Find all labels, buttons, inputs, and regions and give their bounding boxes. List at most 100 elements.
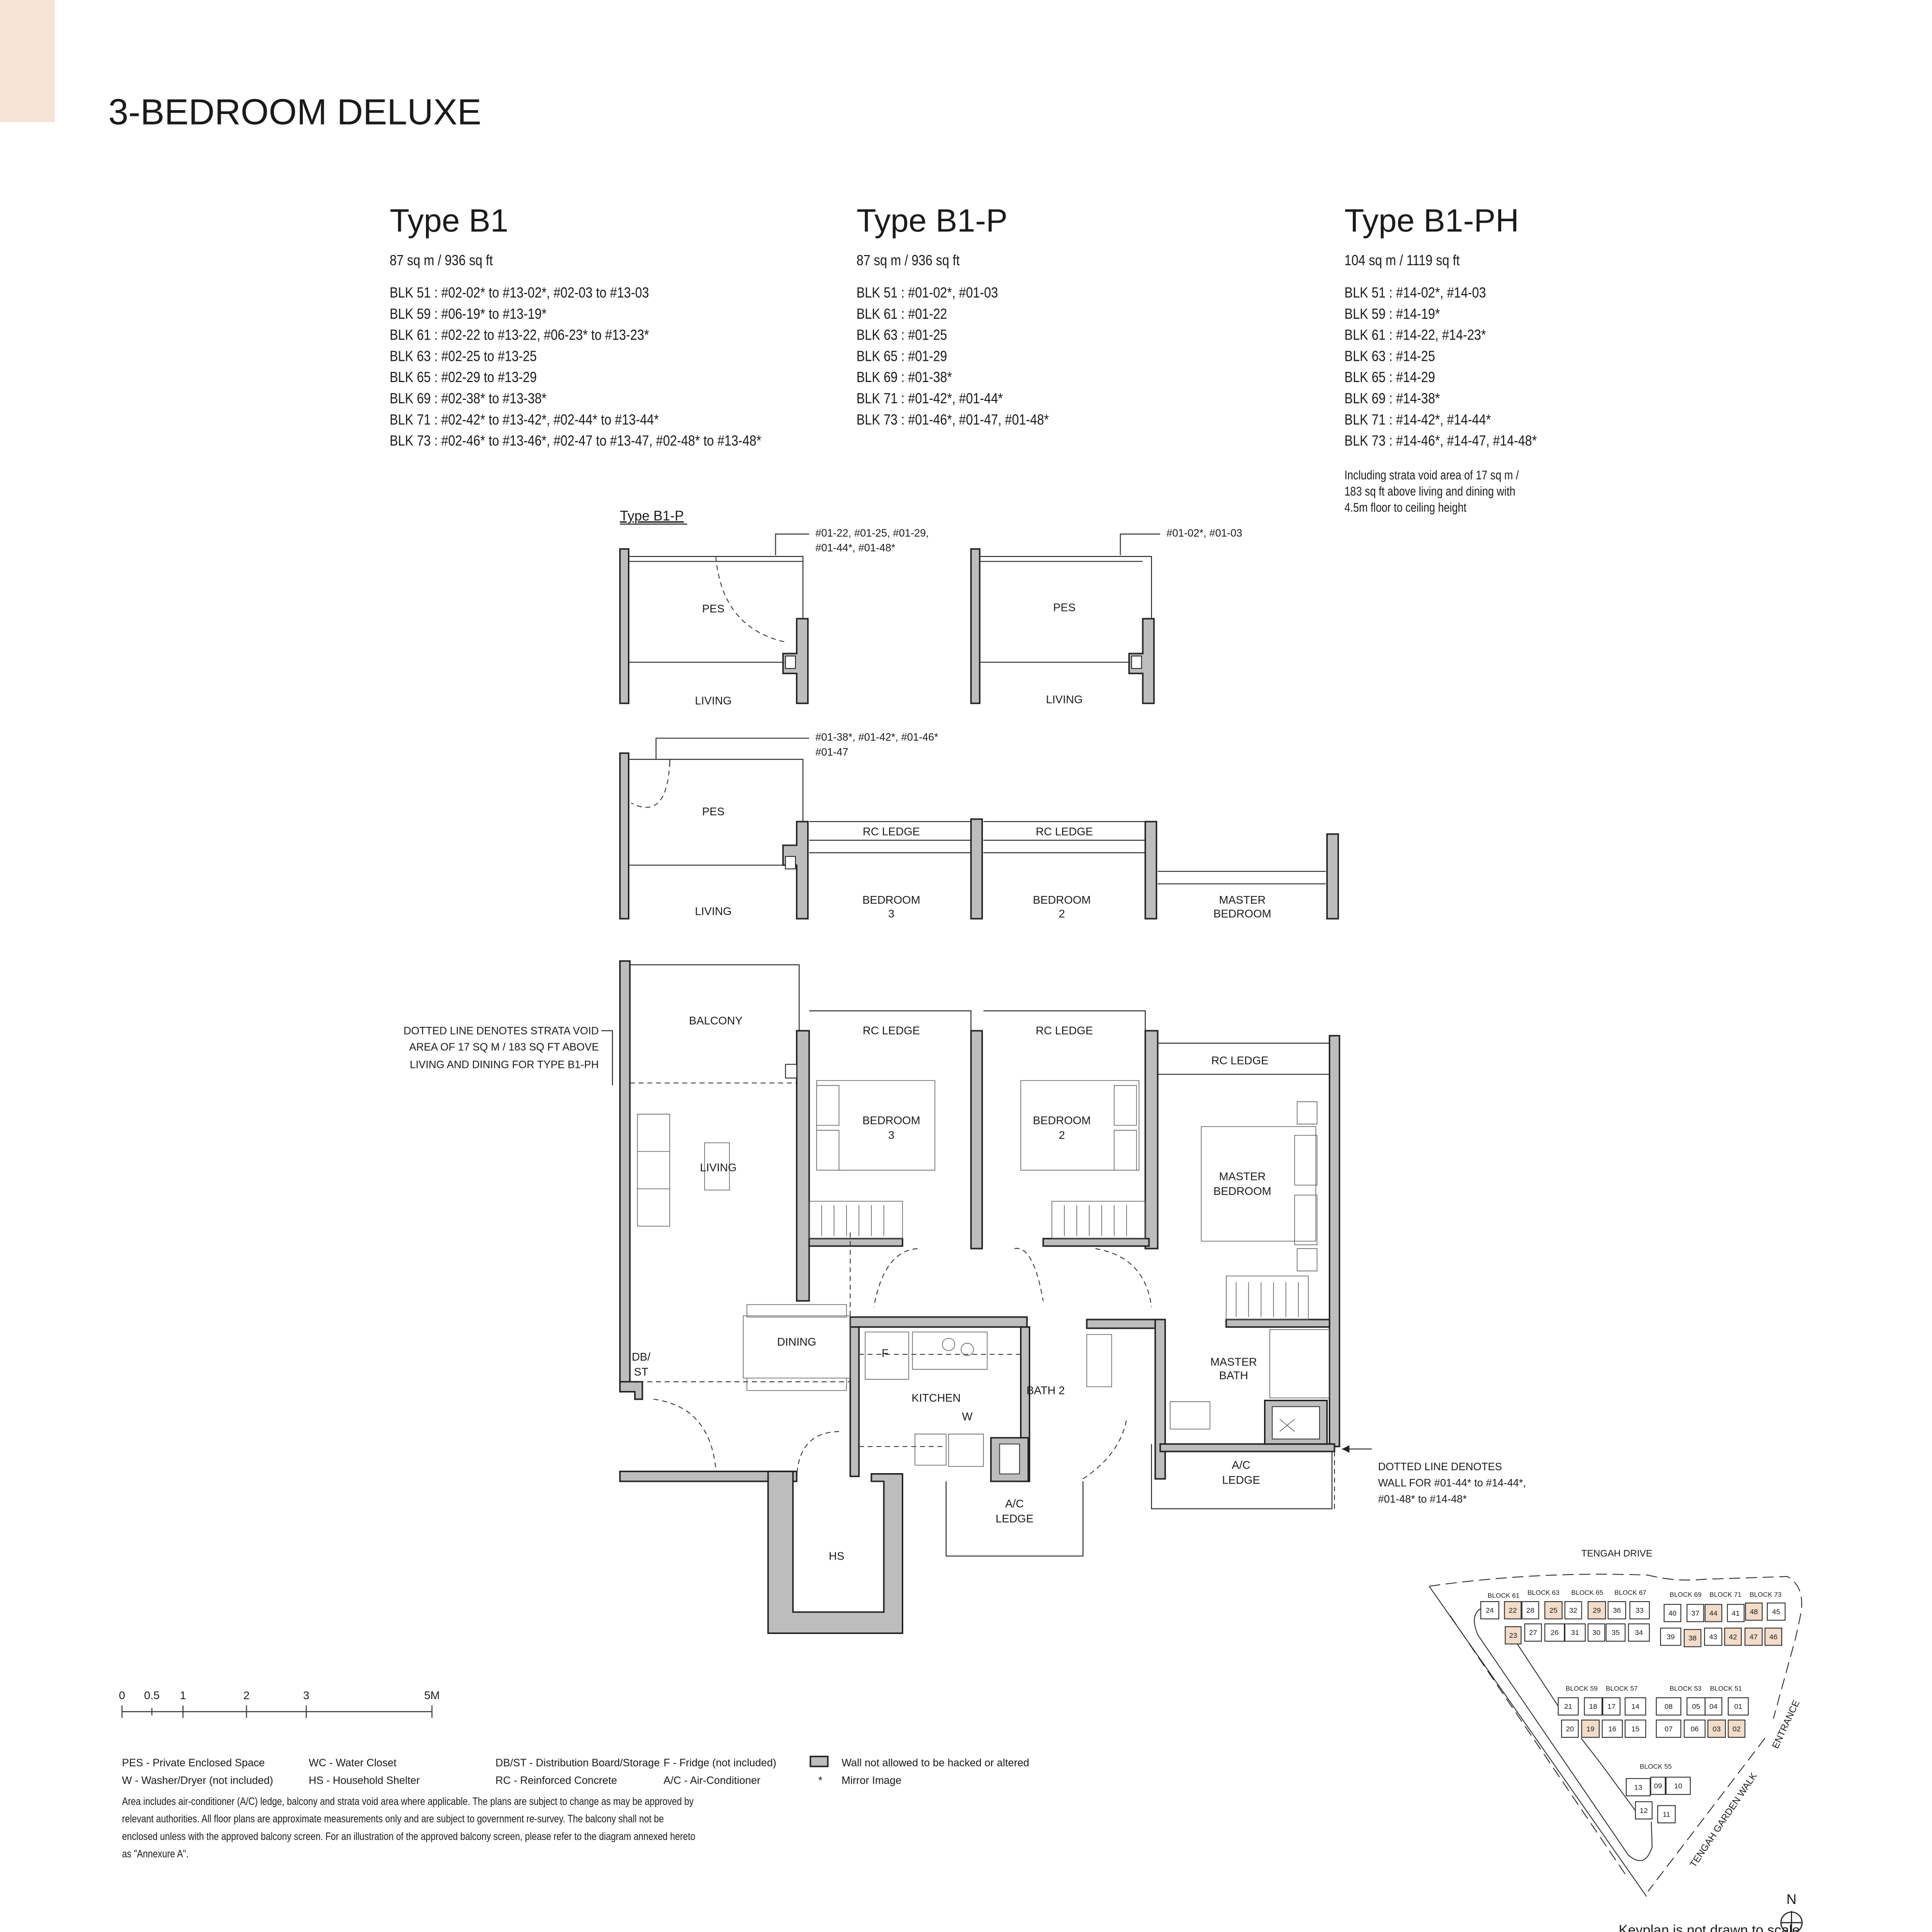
keyplan-unit: 48	[1745, 1602, 1763, 1621]
bedroom-3-number: 3	[888, 907, 895, 920]
legend-item: HS - Household Shelter	[309, 1774, 420, 1786]
inset-units-3b: #01-47	[815, 746, 848, 758]
keyplan-unit: 41	[1727, 1604, 1745, 1622]
scale-tick: 3	[303, 1689, 310, 1702]
keyplan-unit: 20	[1561, 1719, 1579, 1738]
unit-list-line: BLK 59 : #06-19* to #13-19*	[390, 306, 547, 323]
keyplan-block-label: BLOCK 69	[1670, 1591, 1702, 1598]
keyplan-unit-label: 40	[1668, 1609, 1676, 1618]
keyplan-unit-label: 21	[1564, 1703, 1573, 1711]
rc-ledge-label: RC LEDGE	[1036, 825, 1093, 838]
keyplan-unit-label: 09	[1654, 1782, 1662, 1790]
keyplan-unit: 07	[1656, 1719, 1681, 1738]
bedroom-2-label: BEDROOM	[1033, 1114, 1091, 1126]
keyplan-unit-label: 32	[1569, 1606, 1577, 1615]
keyplan-unit: 28	[1521, 1601, 1539, 1619]
dotted-wall-note-2: WALL FOR #01-44* to #14-44*,	[1378, 1477, 1526, 1489]
keyplan-unit: 08	[1656, 1697, 1681, 1716]
inset-units-3: #01-38*, #01-42*, #01-46*	[815, 731, 938, 743]
keyplan-unit: 34	[1628, 1623, 1650, 1642]
keyplan-unit-label: 08	[1664, 1703, 1673, 1711]
keyplan-unit-label: 03	[1713, 1725, 1721, 1733]
north-label: N	[1787, 1892, 1797, 1907]
keyplan-unit-label: 28	[1526, 1606, 1534, 1615]
keyplan-unit-label: 17	[1607, 1703, 1616, 1711]
living-label: LIVING	[695, 905, 732, 917]
road-label-tengah-garden-walk: TENGAH GARDEN WALK	[1688, 1771, 1760, 1869]
wall-legend-label: Wall not allowed to be hacked or altered	[841, 1757, 1029, 1769]
keyplan-unit: 19	[1581, 1719, 1600, 1738]
keyplan-unit-label: 05	[1692, 1703, 1700, 1711]
keyplan-unit-label: 31	[1571, 1629, 1579, 1637]
keyplan-unit-label: 19	[1586, 1725, 1594, 1733]
keyplan-unit: 18	[1584, 1697, 1603, 1716]
legend: PES - Private Enclosed Space WC - Water …	[122, 1756, 1029, 1860]
keyplan-block-label: BLOCK 63	[1527, 1589, 1559, 1596]
accent-tab	[0, 0, 55, 122]
keyplan-block-label: BLOCK 55	[1640, 1762, 1672, 1770]
keyplan-unit: 16	[1602, 1719, 1623, 1738]
keyplan-block-label: BLOCK 65	[1571, 1589, 1603, 1596]
keyplan-unit: 43	[1704, 1627, 1722, 1646]
bath-2-label: BATH 2	[1026, 1384, 1065, 1397]
keyplan-unit: 11	[1657, 1805, 1676, 1823]
keyplan-unit: 09	[1650, 1776, 1666, 1795]
inset-units-1b: #01-44*, #01-48*	[815, 542, 895, 554]
master-bedroom-label-2: BEDROOM	[1213, 907, 1271, 920]
legend-item: F - Fridge (not included)	[664, 1757, 777, 1769]
scale-bar: 0 0.5 1 2 3 5M	[119, 1689, 440, 1718]
unit-list-line: BLK 71 : #14-42*, #14-44*	[1345, 412, 1491, 428]
keyplan-scale-note: Keyplan is not drawn to scale	[1619, 1923, 1800, 1932]
unit-list-line: BLK 69 : #02-38* to #13-38*	[390, 390, 547, 407]
keyplan-unit-label: 22	[1509, 1606, 1517, 1615]
keyplan-unit-label: 04	[1709, 1703, 1718, 1711]
type-note-line: Including strata void area of 17 sq m /	[1345, 469, 1519, 483]
compass-icon	[1780, 1911, 1803, 1932]
keyplan-unit-label: 39	[1667, 1633, 1675, 1641]
type-note-line: 4.5m floor to ceiling height	[1345, 501, 1467, 515]
keyplan-unit: 03	[1707, 1719, 1726, 1738]
unit-list-line: BLK 65 : #02-29 to #13-29	[390, 369, 537, 386]
keyplan-unit: 01	[1728, 1697, 1749, 1716]
keyplan-unit-label: 46	[1769, 1633, 1777, 1641]
inset-units-2: #01-02*, #01-03	[1166, 527, 1242, 539]
keyplan-unit-label: 23	[1509, 1632, 1518, 1640]
keyplan-unit: 21	[1558, 1697, 1579, 1716]
keyplan-unit: 14	[1624, 1697, 1647, 1716]
bedroom-3-label: BEDROOM	[862, 894, 920, 906]
ac-ledge-label-2: LEDGE	[995, 1512, 1034, 1525]
keyplan-unit-label: 38	[1689, 1634, 1697, 1643]
unit-list-line: BLK 59 : #14-19*	[1345, 306, 1440, 323]
keyplan-unit-label: 14	[1632, 1703, 1640, 1711]
keyplan-unit: 38	[1684, 1629, 1702, 1648]
keyplan-unit-label: 44	[1709, 1609, 1718, 1618]
pes-label: PES	[1053, 601, 1075, 613]
unit-list-line: BLK 73 : #14-46*, #14-47, #14-48*	[1345, 433, 1537, 450]
main-floor-plan: BALCONY RC LEDGE RC LEDGE RC LEDGE BEDRO…	[403, 960, 1526, 1634]
living-label: LIVING	[1046, 693, 1083, 706]
keyplan-unit: 04	[1705, 1697, 1722, 1716]
keyplan-unit: 27	[1524, 1623, 1542, 1642]
ac-ledge-label-2: LEDGE	[1222, 1474, 1260, 1486]
keyplan-unit-label: 24	[1486, 1606, 1494, 1615]
keyplan-unit-label: 45	[1772, 1608, 1780, 1616]
strata-void-note-2: AREA OF 17 SQ M / 183 SQ FT ABOVE	[409, 1041, 599, 1053]
keyplan-unit-label: 35	[1612, 1629, 1620, 1637]
keyplan-unit: 10	[1665, 1776, 1691, 1795]
dining-label: DINING	[777, 1335, 816, 1348]
rc-ledge-label: RC LEDGE	[1036, 1024, 1093, 1037]
legend-item: W - Washer/Dryer (not included)	[122, 1774, 273, 1786]
page-title: 3-BEDROOM DELUXE	[108, 92, 481, 132]
keyplan-unit-label: 27	[1529, 1629, 1537, 1637]
keyplan-unit-label: 29	[1593, 1606, 1601, 1615]
keyplan-unit-label: 10	[1674, 1782, 1682, 1790]
keyplan-unit-label: 48	[1750, 1608, 1758, 1616]
keyplan-unit: 46	[1764, 1627, 1782, 1646]
keyplan-unit-label: 41	[1732, 1609, 1740, 1618]
type-name: Type B1-PH	[1345, 202, 1519, 239]
keyplan-unit-label: 07	[1664, 1725, 1673, 1733]
